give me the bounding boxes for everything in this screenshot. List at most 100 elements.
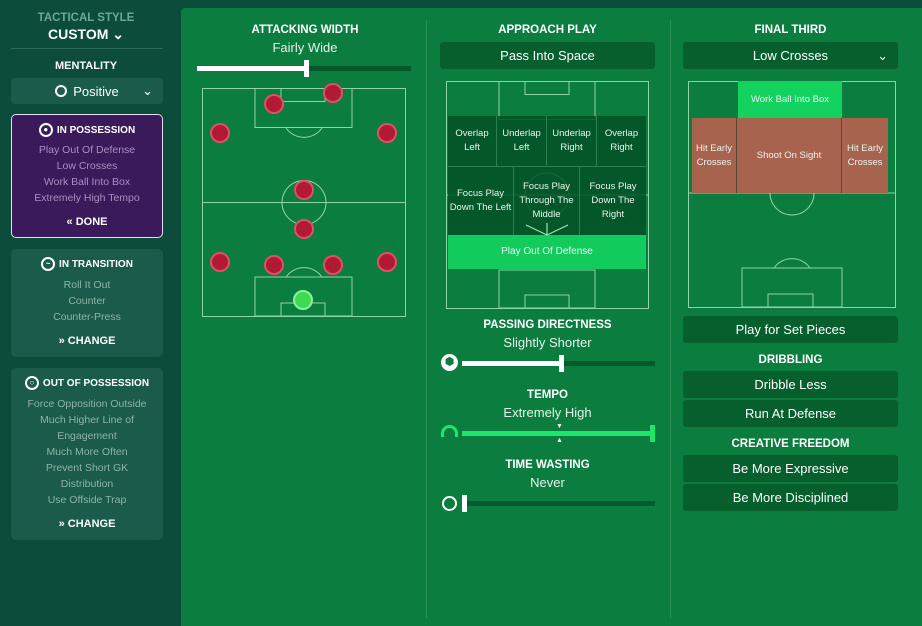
attacking-width-slider[interactable] bbox=[197, 60, 411, 77]
attacking-width-title: ATTACKING WIDTH bbox=[251, 24, 359, 36]
instruction: Engagement bbox=[57, 430, 117, 442]
done-button[interactable]: « DONE bbox=[12, 216, 162, 228]
instruction: Much Higher Line of bbox=[40, 414, 134, 426]
in-transition-card[interactable]: ~IN TRANSITION Roll It Out Counter Count… bbox=[11, 249, 163, 357]
instruction: Prevent Short GK bbox=[45, 462, 129, 474]
card-title: IN POSSESSION bbox=[56, 124, 136, 136]
chevrons-right-icon: » bbox=[58, 335, 65, 347]
slider-handle[interactable] bbox=[558, 355, 564, 372]
shield-icon: ○ bbox=[24, 376, 39, 390]
zone-hit-early-crosses-left[interactable]: Hit Early Crosses bbox=[692, 118, 737, 193]
mentality-value: Positive bbox=[73, 83, 119, 99]
zone-shoot-on-sight[interactable]: Shoot On Sight bbox=[737, 118, 842, 193]
zone-overlap-right[interactable]: Overlap Right bbox=[597, 116, 646, 166]
time-wasting-title: TIME WASTING bbox=[505, 459, 590, 471]
zone-focus-middle[interactable]: Focus Play Through The Middle bbox=[514, 166, 580, 235]
player-marker[interactable] bbox=[377, 123, 397, 143]
passing-directness-slider[interactable] bbox=[462, 355, 655, 372]
instruction: Counter bbox=[68, 295, 106, 307]
change-label: CHANGE bbox=[67, 518, 116, 530]
change-button[interactable]: » CHANGE bbox=[11, 335, 163, 347]
card-title: IN TRANSITION bbox=[59, 258, 133, 270]
chevron-down-icon: ⌄ bbox=[112, 26, 125, 42]
slider-handle[interactable] bbox=[650, 425, 655, 442]
chevron-down-icon: ⌄ bbox=[142, 83, 153, 98]
slider-fill bbox=[462, 361, 559, 366]
divider bbox=[11, 48, 163, 49]
player-marker[interactable] bbox=[323, 83, 343, 103]
final-third-pitch: Work Ball Into Box Hit Early Crosses Sho… bbox=[688, 81, 896, 308]
done-label: DONE bbox=[75, 216, 108, 228]
dribble-less-button[interactable]: Dribble Less bbox=[683, 371, 898, 398]
instruction: Play Out Of Defense bbox=[38, 144, 136, 156]
instruction: Low Crosses bbox=[56, 160, 118, 172]
slider-fill bbox=[462, 431, 655, 436]
zone-hit-early-crosses-right[interactable]: Hit Early Crosses bbox=[842, 118, 888, 193]
stopwatch-icon bbox=[442, 496, 457, 511]
default-marker-icon: ▼▲ bbox=[556, 423, 563, 444]
column-divider bbox=[426, 20, 427, 618]
instruction: Work Ball Into Box bbox=[43, 176, 131, 188]
player-marker[interactable] bbox=[377, 252, 397, 272]
zone-overlap-left[interactable]: Overlap Left bbox=[448, 116, 497, 166]
zone-work-ball-into-box[interactable]: Work Ball Into Box bbox=[738, 81, 842, 118]
change-label: CHANGE bbox=[67, 335, 116, 347]
player-marker[interactable] bbox=[323, 255, 343, 275]
approach-play-title: APPROACH PLAY bbox=[498, 24, 597, 36]
zone-underlap-left[interactable]: Underlap Left bbox=[497, 116, 547, 166]
tactical-style-value: CUSTOM bbox=[47, 26, 109, 42]
player-marker[interactable] bbox=[294, 180, 314, 200]
attacking-width-value: Fairly Wide bbox=[272, 40, 338, 55]
formation-pitch bbox=[202, 83, 406, 317]
final-third-dropdown[interactable]: Low Crosses⌄ bbox=[683, 42, 898, 69]
goalkeeper-marker[interactable] bbox=[293, 290, 313, 310]
approach-play-dropdown[interactable]: Pass Into Space bbox=[440, 42, 655, 69]
chevrons-right-icon: » bbox=[58, 518, 65, 530]
be-more-disciplined-button[interactable]: Be More Disciplined bbox=[683, 484, 898, 511]
player-marker[interactable] bbox=[210, 123, 230, 143]
dribbling-title: DRIBBLING bbox=[758, 354, 823, 366]
creative-freedom-title: CREATIVE FREEDOM bbox=[731, 438, 850, 450]
zone-focus-right[interactable]: Focus Play Down The Right bbox=[580, 166, 646, 235]
zone-focus-left[interactable]: Focus Play Down The Left bbox=[448, 166, 514, 235]
arrows-icon bbox=[525, 223, 569, 236]
play-for-set-pieces-button[interactable]: Play for Set Pieces bbox=[683, 316, 898, 343]
chevron-down-icon: ⌄ bbox=[877, 48, 888, 63]
mentality-icon bbox=[55, 85, 68, 97]
pitch-lines bbox=[202, 88, 406, 317]
ball-icon: ● bbox=[38, 123, 53, 137]
passing-directness-title: PASSING DIRECTNESS bbox=[483, 319, 612, 331]
be-more-expressive-button[interactable]: Be More Expressive bbox=[683, 455, 898, 482]
instruction: Much More Often bbox=[46, 446, 128, 458]
ball-icon: ⬢ bbox=[441, 354, 458, 371]
out-of-possession-card[interactable]: ○OUT OF POSSESSION Force Opposition Outs… bbox=[11, 368, 163, 540]
speedometer-icon bbox=[441, 425, 458, 437]
player-marker[interactable] bbox=[210, 252, 230, 272]
zone-underlap-right[interactable]: Underlap Right bbox=[547, 116, 597, 166]
instruction: Roll It Out bbox=[63, 279, 111, 291]
zone-play-out-of-defense[interactable]: Play Out Of Defense bbox=[448, 235, 646, 269]
mentality-dropdown[interactable]: Positive ⌄ bbox=[11, 78, 163, 104]
player-marker[interactable] bbox=[264, 94, 284, 114]
card-title: OUT OF POSSESSION bbox=[42, 377, 150, 389]
mentality-label: MENTALITY bbox=[54, 60, 118, 72]
tempo-value: Extremely High bbox=[503, 405, 592, 420]
instruction: Distribution bbox=[60, 478, 114, 490]
instruction: Extremely High Tempo bbox=[34, 192, 140, 204]
change-button[interactable]: » CHANGE bbox=[11, 518, 163, 530]
time-wasting-slider[interactable] bbox=[462, 495, 655, 512]
player-marker[interactable] bbox=[294, 219, 314, 239]
column-divider bbox=[670, 20, 671, 618]
tactical-style-dropdown[interactable]: CUSTOM ⌄ bbox=[0, 26, 172, 43]
player-marker[interactable] bbox=[264, 255, 284, 275]
tempo-title: TEMPO bbox=[527, 389, 568, 401]
in-possession-card[interactable]: ●IN POSSESSION Play Out Of Defense Low C… bbox=[11, 114, 163, 238]
time-wasting-value: Never bbox=[530, 475, 565, 490]
tempo-slider[interactable]: ▼▲ bbox=[462, 423, 655, 444]
tactical-style-label: TACTICAL STYLE bbox=[37, 12, 135, 24]
run-at-defense-button[interactable]: Run At Defense bbox=[683, 400, 898, 427]
slider-handle[interactable] bbox=[462, 495, 467, 512]
chevrons-left-icon: « bbox=[66, 216, 73, 228]
passing-directness-value: Slightly Shorter bbox=[503, 335, 592, 350]
slider-handle[interactable] bbox=[304, 60, 309, 77]
